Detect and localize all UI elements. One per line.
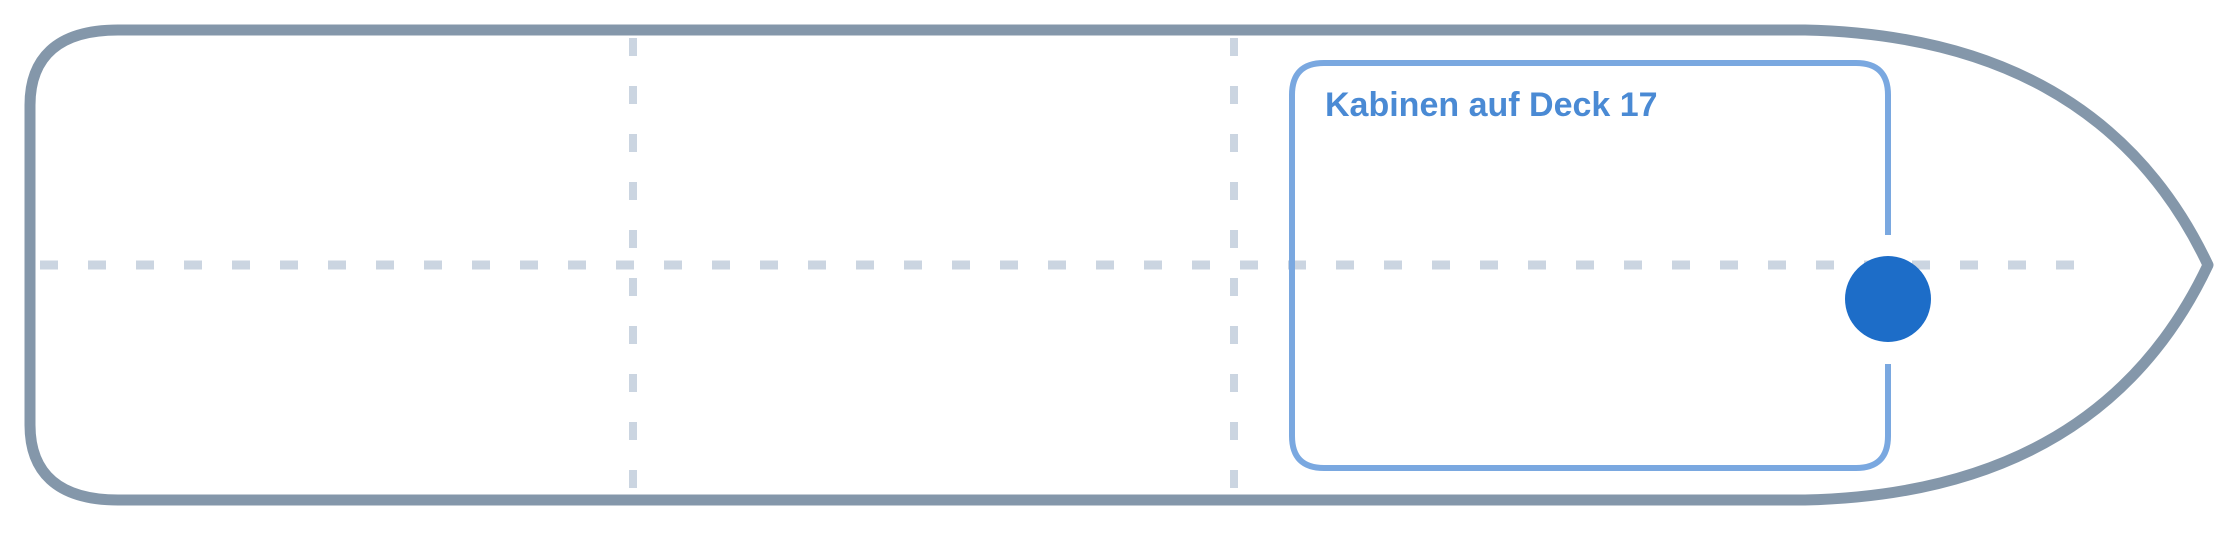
location-marker[interactable] bbox=[1845, 256, 1931, 342]
ship-hull-outline bbox=[24, 24, 2214, 506]
deck-grid bbox=[40, 38, 2075, 490]
cabin-section-outline[interactable] bbox=[1289, 60, 1891, 471]
cabin-section-label: Kabinen auf Deck 17 bbox=[1325, 86, 1658, 124]
